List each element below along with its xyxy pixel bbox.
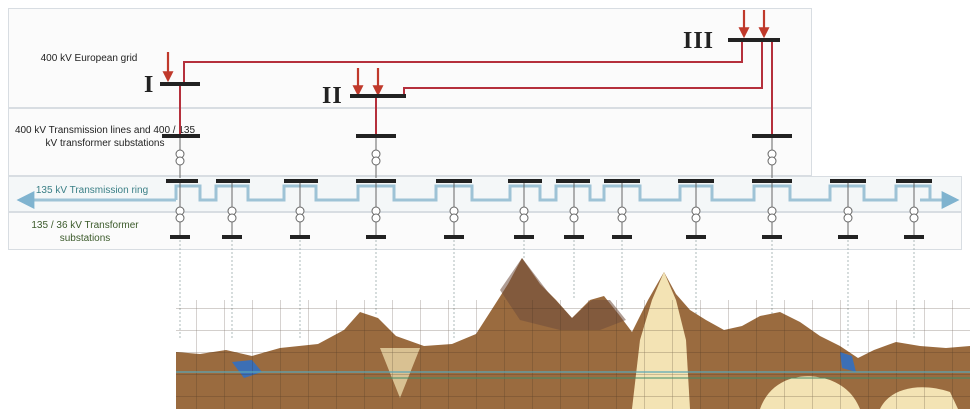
substation-band xyxy=(8,212,962,250)
node-ii-label: II xyxy=(322,83,343,109)
transmission-ring-line xyxy=(174,184,932,202)
transformers-135-36 xyxy=(175,183,919,236)
european-grid-lines xyxy=(179,40,773,136)
transmission-band xyxy=(8,108,812,176)
european-grid-label: 400 kV European grid xyxy=(40,53,138,64)
transmission-ring-label: 135 kV Transmission ring xyxy=(35,185,149,196)
import-arrows xyxy=(162,10,770,97)
terrain-grid xyxy=(176,300,970,409)
grid-band xyxy=(8,8,812,108)
transformer-substations-label: 135 / 36 kV Transformer substations xyxy=(31,220,139,244)
node-iii-label: III xyxy=(683,28,715,54)
node-i-label: I xyxy=(144,72,155,98)
transmission-lines-label: 400 kV Transmission lines and 400 / 135 … xyxy=(14,125,196,149)
transformers-400-135 xyxy=(175,138,777,178)
terrain-cross-section xyxy=(176,258,970,409)
grid-busbars xyxy=(160,38,792,138)
